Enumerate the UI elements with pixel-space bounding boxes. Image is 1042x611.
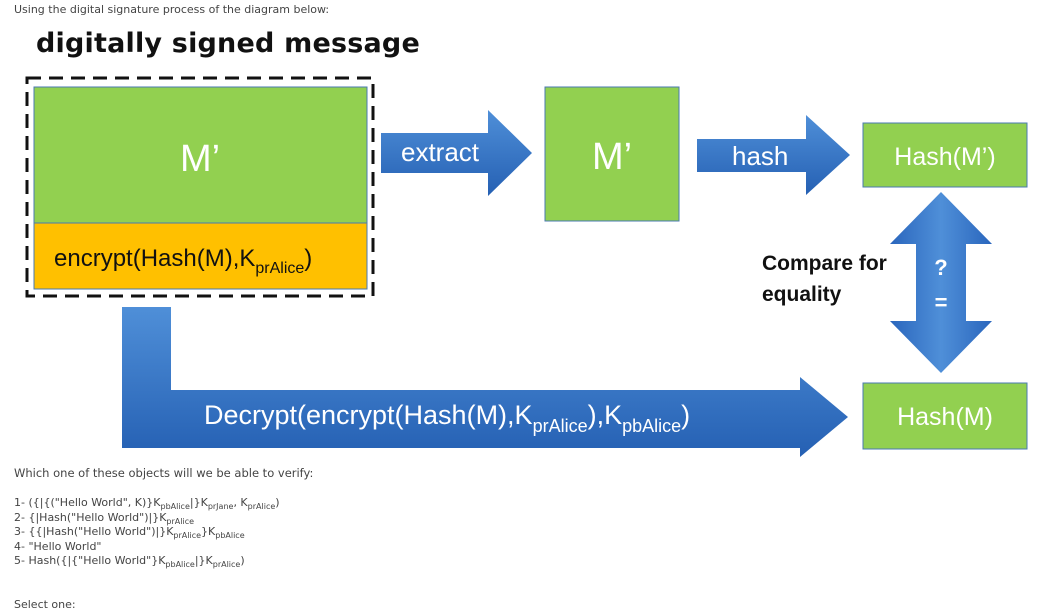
signature-diagram: M’ encrypt(Hash(M),KprAlice) extract M’ … [25, 76, 1028, 457]
option-2: 2- {|Hash("Hello World")|}KprAlice [14, 510, 195, 526]
options-list: 1- ({|{("Hello World", K)}KpbAlice|}KprJ… [14, 496, 280, 569]
decrypt-arrow [122, 307, 848, 457]
hash-box-label: Hash(M) [897, 403, 993, 431]
extract-label: extract [401, 137, 480, 167]
message-box [33, 86, 368, 224]
message-box-label: M’ [180, 138, 220, 180]
hash-box [862, 382, 1028, 450]
hash-arrow [697, 115, 850, 195]
extracted-message-label: M’ [592, 136, 632, 178]
compare-double-arrow [890, 192, 992, 373]
option-4: 4- "Hello World" [14, 539, 102, 553]
option-3: 3- {{|Hash("Hello World")|}KprAlice}KpbA… [14, 525, 245, 540]
hash-prime-label: Hash(M’) [894, 143, 995, 171]
hash-prime-box [862, 122, 1028, 188]
hash-label: hash [732, 141, 788, 171]
encrypted-hash-box [33, 222, 368, 290]
encrypt-label: encrypt(Hash(M),KprAlice) [54, 245, 312, 277]
extract-arrow [381, 110, 532, 196]
option-1: 1- ({|{("Hello World", K)}KpbAlice|}KprJ… [14, 496, 280, 511]
compare-label-line1: Compare for [762, 252, 887, 275]
signed-message-border [25, 76, 375, 298]
diagram-title: digitally signed message [36, 28, 420, 59]
intro-text: Using the digital signature process of t… [14, 3, 330, 16]
question-mark: ? [934, 255, 947, 280]
decrypt-label: Decrypt(encrypt(Hash(M),KprAlice),KpbAli… [204, 400, 690, 436]
compare-label-line2: equality [762, 283, 842, 306]
question-text: Which one of these objects will we be ab… [14, 466, 314, 480]
select-one-text: Select one: [14, 598, 76, 611]
extracted-message-box [544, 86, 680, 222]
equals-mark: = [935, 290, 948, 315]
option-5: 5- Hash({|{"Hello World"}KpbAlice|}KprAl… [14, 554, 245, 569]
